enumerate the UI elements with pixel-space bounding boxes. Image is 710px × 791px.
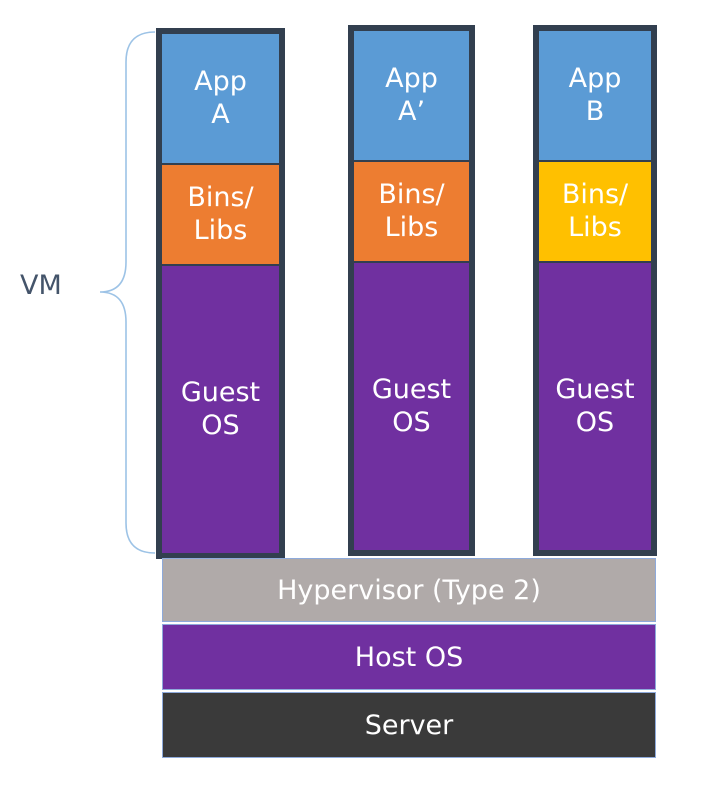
bins-libs-layer: Bins/ Libs [539, 162, 651, 263]
app-a-prime-layer: App A’ [354, 31, 469, 162]
guest-os-layer: Guest OS [354, 263, 469, 550]
vm-column-1: App A Bins/ Libs Guest OS [156, 28, 285, 559]
host-os-layer: Host OS [162, 624, 656, 690]
vm-brace [99, 31, 156, 554]
hypervisor-layer: Hypervisor (Type 2) [162, 558, 656, 622]
bins-libs-layer: Bins/ Libs [162, 165, 279, 266]
guest-os-layer: Guest OS [162, 266, 279, 553]
vm-column-3: App B Bins/ Libs Guest OS [533, 25, 657, 556]
app-a-layer: App A [162, 34, 279, 165]
bins-libs-layer: Bins/ Libs [354, 162, 469, 263]
server-layer: Server [162, 692, 656, 758]
guest-os-layer: Guest OS [539, 263, 651, 550]
app-b-layer: App B [539, 31, 651, 162]
vm-label: VM [20, 270, 62, 301]
vm-column-2: App A’ Bins/ Libs Guest OS [348, 25, 475, 556]
